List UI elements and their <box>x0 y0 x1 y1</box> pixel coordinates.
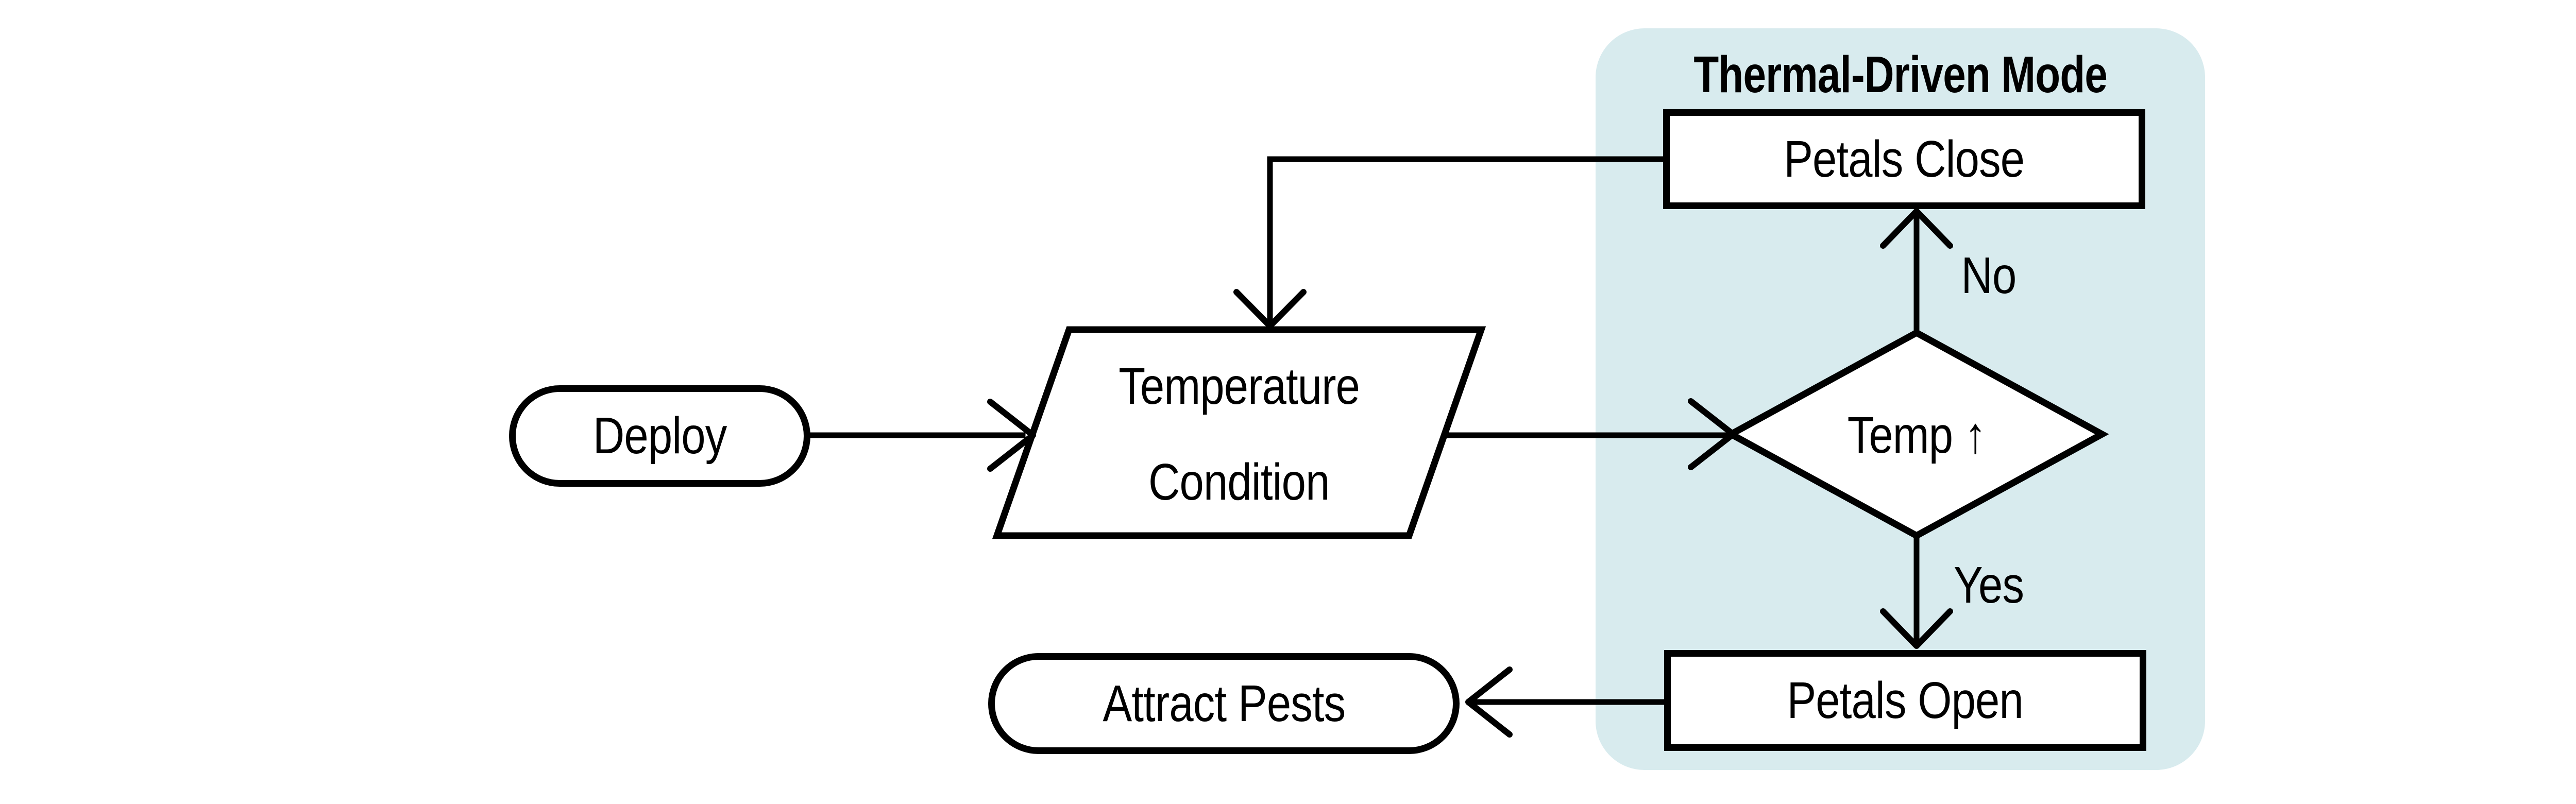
arrowhead-into-decision <box>1688 398 1736 470</box>
arrowhead-feedback-into-temperature <box>1233 289 1307 329</box>
thermal-mode-title-text: Thermal-Driven Mode <box>1693 45 2108 104</box>
arrowhead-into-attract-pests <box>1465 666 1513 738</box>
temperature-condition-parallelogram <box>992 326 1486 539</box>
arrowhead-into-temperature <box>987 399 1036 472</box>
thermal-mode-title: Thermal-Driven Mode <box>1596 36 2205 113</box>
node-petals-close-label: Petals Close <box>1784 130 2025 188</box>
arrowhead-into-petals-open <box>1880 608 1953 649</box>
node-attract-pests: Attract Pests <box>988 653 1460 754</box>
node-attract-pests-label: Attract Pests <box>1103 674 1346 732</box>
node-deploy: Deploy <box>509 385 810 487</box>
node-petals-open: Petals Open <box>1664 650 2146 751</box>
node-deploy-label: Deploy <box>592 407 727 465</box>
arrowhead-into-petals-close <box>1880 208 1953 249</box>
node-petals-close: Petals Close <box>1663 109 2145 209</box>
temp-decision-diamond <box>1724 329 2109 540</box>
edge-petals-close-feedback <box>1267 156 1667 326</box>
node-petals-open-label: Petals Open <box>1787 671 2024 729</box>
